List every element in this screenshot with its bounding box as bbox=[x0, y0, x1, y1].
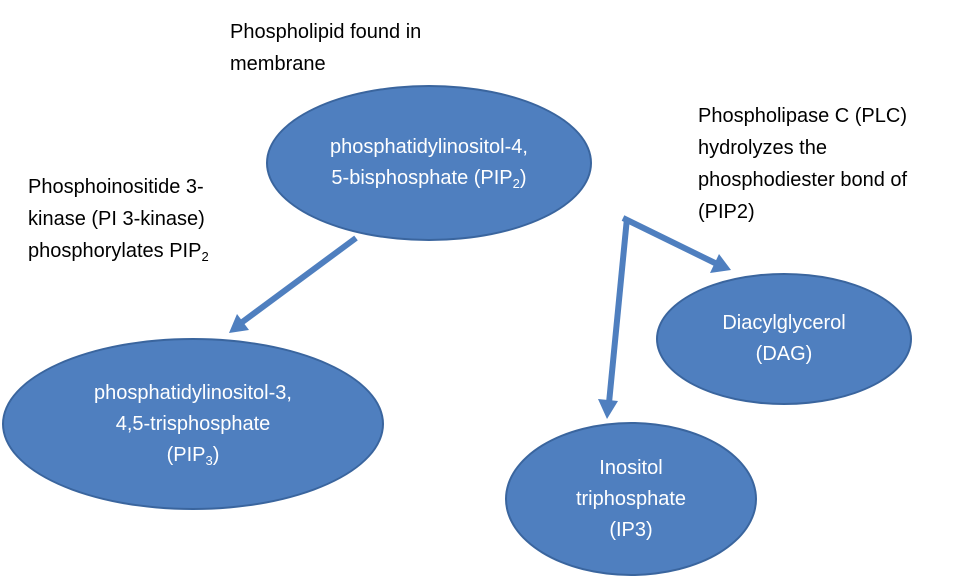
note-pi3k-subscript: 2 bbox=[201, 249, 209, 264]
arrow-pip2-to-pip3-head bbox=[229, 314, 249, 333]
note-plc-line1: Phospholipase C (PLC) bbox=[698, 105, 907, 127]
note-membrane-line1: Phospholipid found in bbox=[230, 21, 422, 43]
node-ip3-line3: (IP3) bbox=[609, 518, 653, 541]
node-pip2-line1: phosphatidylinositol-4, bbox=[330, 136, 528, 158]
arrow-plc-to-ip3-head bbox=[598, 399, 618, 419]
note-membrane: Phospholipid found in membrane bbox=[230, 16, 421, 80]
note-pi3k-line3-prefix: phosphorylates PIP bbox=[28, 240, 202, 262]
note-pi3k-line3: phosphorylates PIP2 bbox=[28, 235, 209, 267]
node-dag: Diacylglycerol (DAG) bbox=[656, 273, 912, 405]
node-dag-line1: Diacylglycerol bbox=[722, 312, 846, 334]
note-plc-line3: phosphodiester bond of bbox=[698, 169, 908, 191]
node-pip3-line1: phosphatidylinositol-3, bbox=[94, 381, 292, 404]
arrow-plc-to-dag-head bbox=[710, 254, 731, 273]
node-ip3: Inositol triphosphate (IP3) bbox=[505, 422, 757, 576]
node-pip3-subscript: 3 bbox=[205, 452, 213, 468]
node-pip3: phosphatidylinositol-3, 4,5-trisphosphat… bbox=[2, 338, 384, 510]
note-pi3k-line2: kinase (PI 3-kinase) bbox=[28, 208, 205, 230]
node-dag-line2: (DAG) bbox=[755, 343, 813, 365]
node-pip3-line2: 4,5-trisphosphate bbox=[115, 412, 271, 435]
note-plc-line2: hydrolyzes the bbox=[698, 137, 827, 159]
arrow-group bbox=[229, 215, 731, 419]
node-pip3-line3-suffix: ) bbox=[212, 443, 220, 466]
node-ip3-line2: triphosphate bbox=[575, 487, 687, 510]
arrow-plc-to-dag-shaft bbox=[621, 215, 719, 267]
note-membrane-line2: membrane bbox=[230, 53, 326, 75]
node-pip2: phosphatidylinositol-4, 5-bisphosphate (… bbox=[266, 85, 592, 241]
node-ip3-line1: Inositol bbox=[599, 456, 663, 479]
node-pip2-line2: 5-bisphosphate (PIP2) bbox=[330, 163, 528, 194]
node-pip3-line3-prefix: (PIP bbox=[166, 443, 206, 466]
note-plc-line4: (PIP2) bbox=[698, 201, 755, 223]
arrow-plc-to-ip3-shaft bbox=[606, 217, 630, 404]
arrow-pip2-to-pip3-shaft bbox=[239, 235, 358, 326]
node-pip2-line2-prefix: 5-bisphosphate (PIP bbox=[331, 167, 513, 189]
note-pi3k: Phosphoinositide 3- kinase (PI 3-kinase)… bbox=[28, 171, 209, 267]
node-pip2-subscript: 2 bbox=[512, 176, 520, 191]
node-pip2-line2-suffix: ) bbox=[519, 167, 527, 189]
node-pip3-line3: (PIP3) bbox=[94, 440, 292, 471]
note-pi3k-line1: Phosphoinositide 3- bbox=[28, 176, 204, 198]
note-plc: Phospholipase C (PLC) hydrolyzes the pho… bbox=[698, 100, 907, 228]
